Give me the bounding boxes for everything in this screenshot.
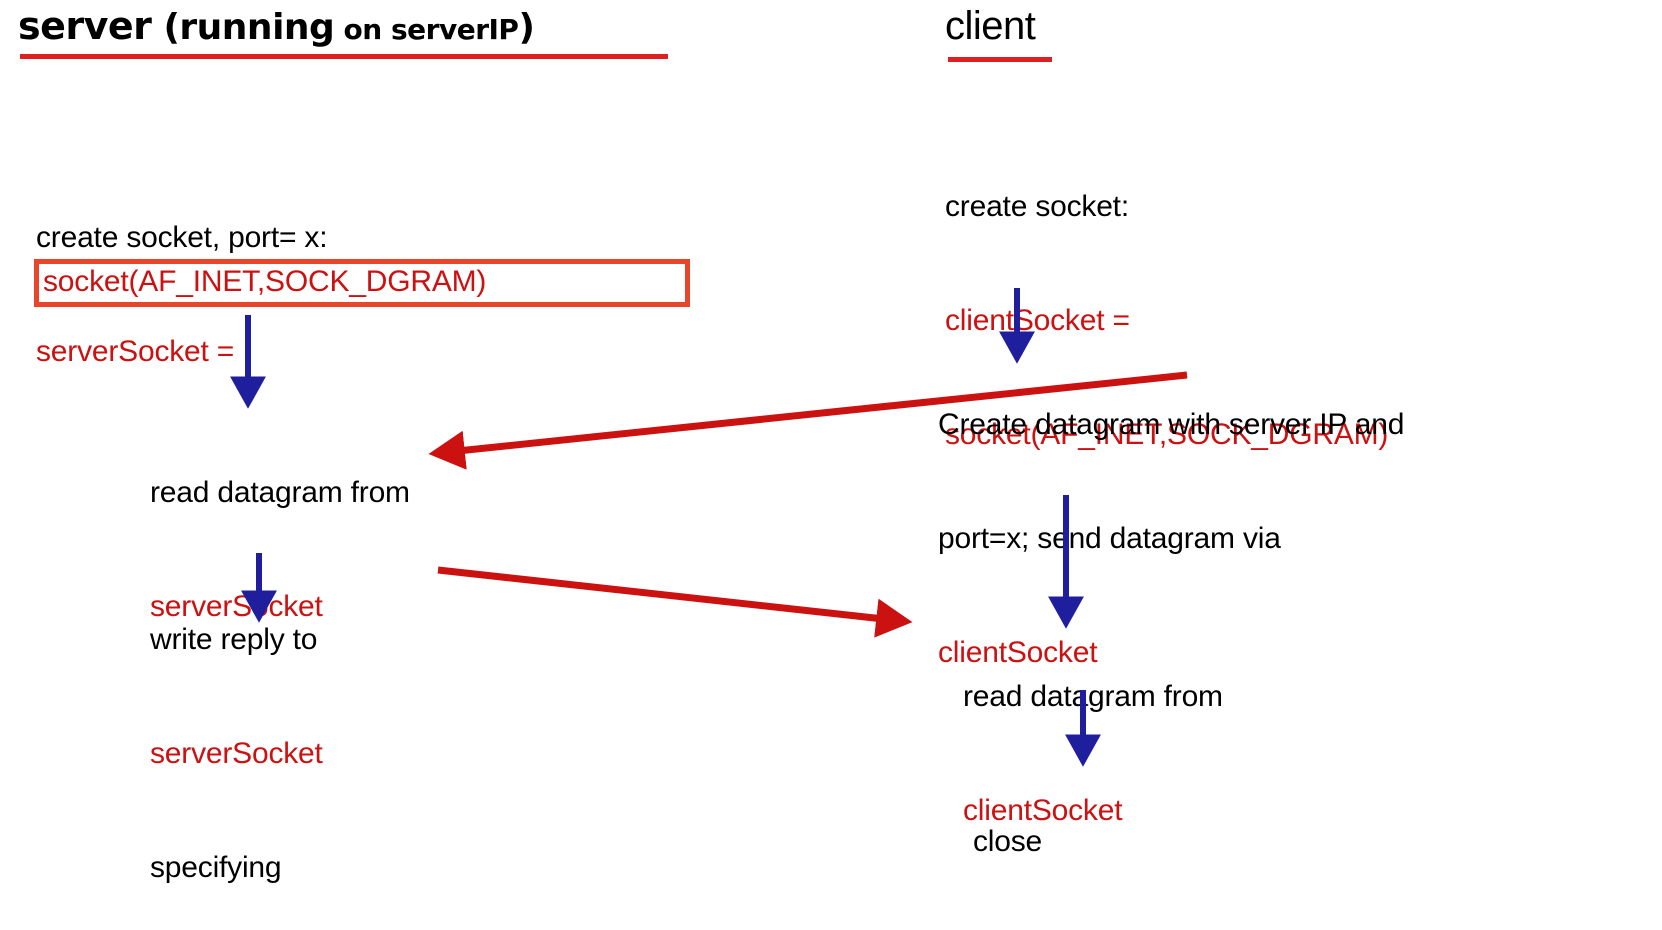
client-read-line-2: clientSocket xyxy=(963,794,1123,827)
server-create-line-1: create socket, port= x: xyxy=(36,221,328,254)
server-title-running: running xyxy=(179,7,335,48)
client-title-underline xyxy=(948,57,1052,62)
server-title-paren-close: ) xyxy=(518,7,535,48)
server-create-socket-block: create socket, port= x: serverSocket = xyxy=(36,143,328,447)
page-title-client: client xyxy=(945,4,1036,48)
client-close-line-1: close xyxy=(973,825,1043,858)
server-read-datagram-block: read datagram from serverSocket xyxy=(150,398,410,702)
server-read-line-2: serverSocket xyxy=(150,590,323,623)
server-write-line-1: write reply to xyxy=(150,623,318,656)
server-write-reply-block: write reply to serverSocket specifying c… xyxy=(150,545,340,930)
server-write-line-3: specifying xyxy=(150,851,282,884)
server-title-ip: serverIP xyxy=(390,13,519,46)
server-create-line-2: serverSocket = xyxy=(36,335,235,368)
server-socket-call-text: socket(AF_INET,SOCK_DGRAM) xyxy=(43,265,487,298)
message-arrow-server-to-client xyxy=(437,566,913,638)
server-title-main: server xyxy=(18,4,152,48)
server-title-on: on xyxy=(334,13,391,46)
client-read-line-1: read datagram from xyxy=(963,680,1223,713)
highlight-box-server-socket-call xyxy=(34,259,690,307)
client-send-line-1: Create datagram with server IP and xyxy=(938,408,1405,441)
server-title-underline xyxy=(20,54,668,59)
client-create-line-1: create socket: xyxy=(945,190,1129,223)
client-send-line-2: port=x; send datagram via xyxy=(938,522,1281,555)
server-read-line-1: read datagram from xyxy=(150,476,410,509)
page-title-server: server (running on serverIP) xyxy=(18,4,535,48)
client-close-socket-block: close clientSocket xyxy=(973,747,1132,930)
client-read-datagram-block: read datagram from clientSocket xyxy=(963,602,1223,906)
client-send-line-3: clientSocket xyxy=(938,636,1098,669)
server-title-paren-open: ( xyxy=(151,7,180,48)
server-write-line-2: serverSocket xyxy=(150,737,323,770)
